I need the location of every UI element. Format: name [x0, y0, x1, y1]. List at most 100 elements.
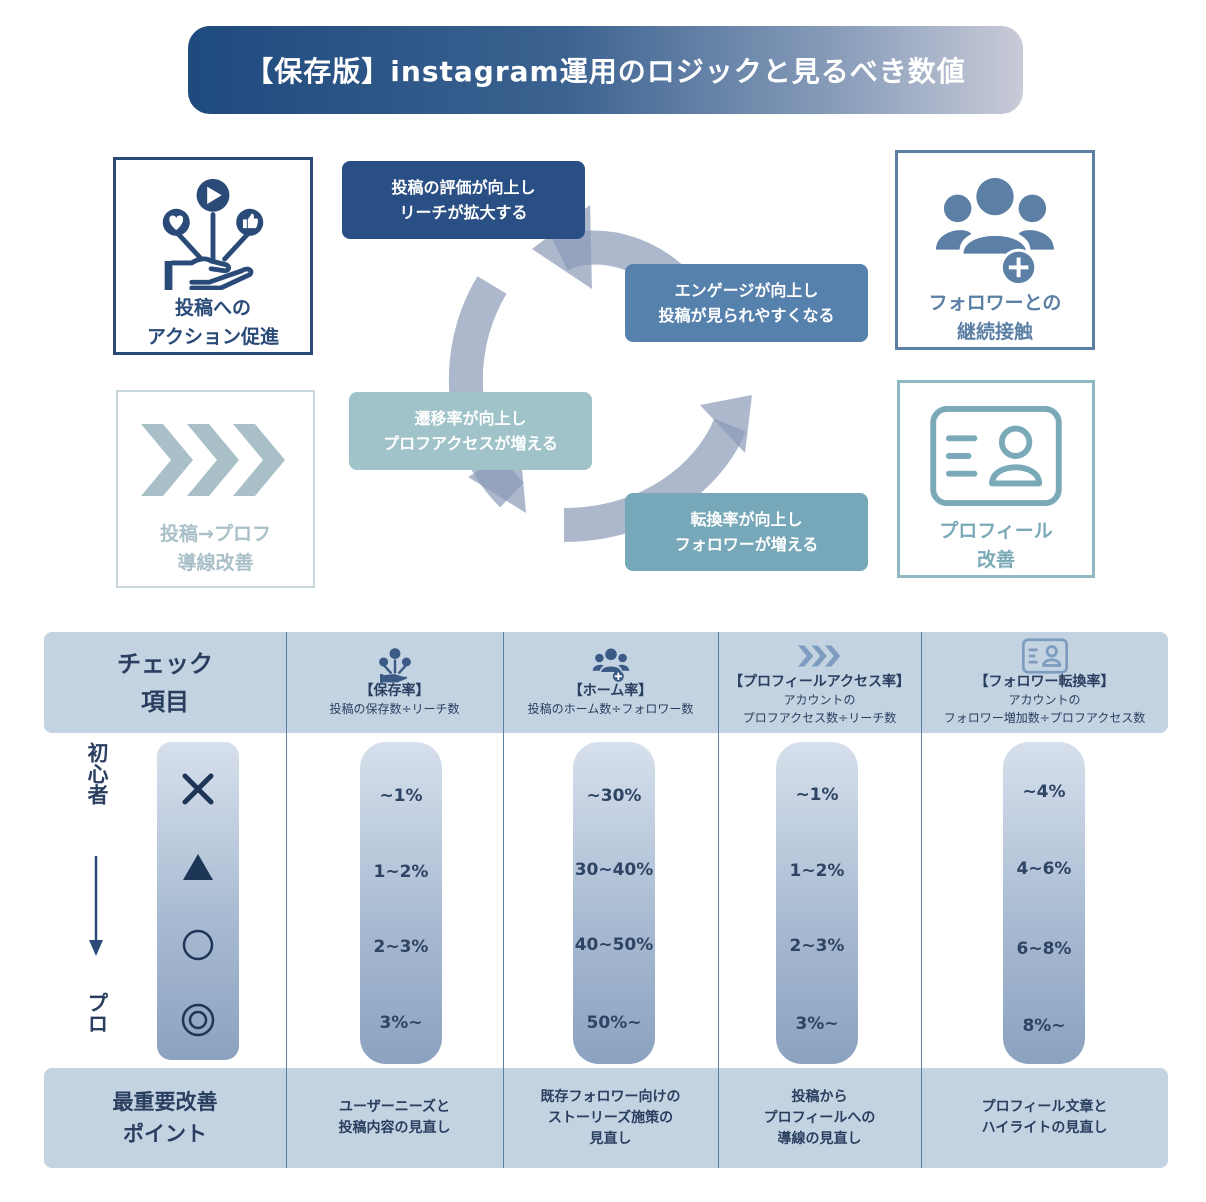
follower-conversion-rate-value-triangle: 4~6% — [1016, 859, 1072, 879]
action-promotion-box: 投稿への アクション促進 — [113, 157, 313, 355]
profile-access-rate-point-line2: プロフィールへの — [763, 1109, 876, 1126]
column-divider — [286, 632, 287, 1168]
profile-card-icon — [1021, 638, 1068, 674]
column-divider — [921, 632, 922, 1168]
home-rate-point-line3: 見直し — [589, 1130, 632, 1147]
hand-social-icon — [162, 178, 264, 290]
cycle-step-conversion-line2: フォロワーが増える — [674, 535, 819, 554]
table-footer-row — [44, 1068, 1168, 1168]
profile-improvement-label-2: 改善 — [976, 549, 1015, 571]
save-rate-formula: 投稿の保存数÷リーチ数 — [329, 702, 460, 716]
check-item-label-1: チェック — [117, 649, 213, 678]
follower-conversion-rate-values: ~4% 4~6% 6~8% 8%~ — [1003, 742, 1085, 1064]
follower-conversion-rate-point-line2: ハイライトの見直し — [981, 1120, 1108, 1136]
home-rate-values: ~30% 30~40% 40~50% 50%~ — [573, 742, 655, 1064]
home-rate-value-double-circle: 50%~ — [586, 1013, 642, 1033]
follower-conversion-rate-formula-2: フォロワー増加数÷プロフアクセス数 — [943, 711, 1146, 725]
home-rate-header: 【ホーム率】 投稿のホーム数÷フォロワー数 — [503, 632, 718, 733]
level-symbols-column — [157, 742, 239, 1060]
save-rate-value-triangle: 1~2% — [373, 862, 429, 882]
level-beginner-text: 初心者 — [85, 742, 109, 805]
profile-access-rate-point-line3: 導線の見直し — [777, 1130, 862, 1147]
followers-icon — [936, 177, 1054, 287]
navigation-improvement-label-2: 導線改善 — [177, 552, 254, 574]
cycle-step-reach-line2: リーチが拡大する — [399, 203, 528, 222]
profile-card-icon — [930, 405, 1062, 507]
follower-conversion-rate-header: 【フォロワー転換率】 アカウントの フォロワー増加数÷プロフアクセス数 — [921, 632, 1168, 733]
action-promotion-label-2: アクション促進 — [146, 326, 280, 348]
home-rate-point-line1: 既存フォロワー向けの — [540, 1088, 681, 1105]
followers-icon — [592, 648, 629, 682]
follower-contact-box: フォロワーとの 継続接触 — [895, 150, 1095, 350]
cycle-step-transition-line2: プロフアクセスが増える — [383, 434, 558, 453]
double-circle-icon — [157, 1002, 239, 1038]
profile-access-rate-formula-1: アカウントの — [783, 693, 856, 707]
follower-conversion-rate-value-circle: 6~8% — [1016, 939, 1072, 959]
save-rate-header: 【保存率】 投稿の保存数÷リーチ数 — [286, 632, 503, 733]
save-rate-improvement-point: ユーザーニーズと 投稿内容の見直し — [286, 1068, 503, 1168]
navigation-improvement-box: 投稿→プロフ 導線改善 — [116, 390, 315, 588]
save-rate-point-line2: 投稿内容の見直し — [338, 1120, 451, 1136]
save-rate-value-cross: ~1% — [379, 786, 423, 806]
home-rate-title: 【ホーム率】 — [568, 683, 653, 699]
column-divider — [503, 632, 504, 1168]
home-rate-value-triangle: 30~40% — [574, 860, 654, 880]
cycle-step-engagement-line1: エンゲージが向上し — [674, 281, 819, 300]
circle-icon — [157, 928, 239, 962]
navigation-improvement-label-1: 投稿→プロフ — [160, 523, 271, 545]
column-divider — [718, 632, 719, 1168]
profile-access-rate-formula-2: プロフアクセス数÷リーチ数 — [742, 711, 897, 725]
save-rate-values: ~1% 1~2% 2~3% 3%~ — [360, 742, 442, 1064]
save-rate-point-line1: ユーザーニーズと — [338, 1099, 451, 1115]
action-promotion-label-1: 投稿への — [174, 297, 251, 319]
follower-conversion-rate-formula-1: アカウントの — [1008, 693, 1081, 707]
cycle-step-engagement-line2: 投稿が見られやすくなる — [658, 306, 835, 325]
profile-access-rate-value-circle: 2~3% — [789, 936, 845, 956]
save-rate-value-double-circle: 3%~ — [379, 1013, 423, 1033]
check-item-label-2: 項目 — [141, 687, 189, 716]
level-pro-text: プロ — [85, 992, 109, 1034]
page-title: 【保存版】instagram運用のロジックと見るべき数値 — [188, 26, 1023, 114]
profile-access-rate-header: 【プロフィールアクセス率】 アカウントの プロフアクセス数÷リーチ数 — [718, 632, 921, 733]
cycle-step-transition: 遷移率が向上し プロフアクセスが増える — [349, 392, 592, 470]
table-header-row — [44, 632, 1168, 733]
hand-social-icon — [378, 648, 411, 683]
home-rate-improvement-point: 既存フォロワー向けの ストーリーズ施策の 見直し — [503, 1068, 718, 1168]
profile-improvement-box: プロフィール 改善 — [897, 380, 1095, 578]
follower-contact-label-1: フォロワーとの — [928, 292, 1062, 314]
level-pro-label: プロ — [81, 992, 111, 1034]
save-rate-value-circle: 2~3% — [373, 937, 429, 957]
cycle-step-reach-line1: 投稿の評価が向上し — [391, 178, 536, 197]
cycle-step-engagement: エンゲージが向上し 投稿が見られやすくなる — [625, 264, 868, 342]
triangle-icon — [157, 852, 239, 882]
profile-improvement-label-1: プロフィール — [939, 520, 1053, 542]
home-rate-value-cross: ~30% — [586, 786, 642, 806]
profile-access-rate-improvement-point: 投稿から プロフィールへの 導線の見直し — [718, 1068, 921, 1168]
cycle-step-conversion-line1: 転換率が向上し — [690, 510, 803, 529]
metrics-table: チェック 項目 【保存率】 投稿の保存数÷リーチ数 【ホーム率】 投稿のホーム数… — [44, 632, 1168, 1168]
key-improvement-label: 最重要改善 ポイント — [44, 1068, 286, 1168]
cycle-step-reach: 投稿の評価が向上し リーチが拡大する — [342, 161, 585, 239]
profile-access-rate-value-double-circle: 3%~ — [795, 1014, 839, 1034]
chevrons-icon — [797, 645, 840, 667]
home-rate-point-line2: ストーリーズ施策の — [547, 1109, 674, 1126]
profile-access-rate-values: ~1% 1~2% 2~3% 3%~ — [776, 742, 858, 1064]
profile-access-rate-value-cross: ~1% — [795, 785, 839, 805]
home-rate-formula: 投稿のホーム数÷フォロワー数 — [527, 702, 694, 716]
follower-conversion-rate-value-cross: ~4% — [1022, 782, 1066, 802]
key-improvement-label-2: ポイント — [123, 1122, 207, 1146]
profile-access-rate-title: 【プロフィールアクセス率】 — [728, 674, 911, 690]
cross-icon — [157, 772, 239, 806]
level-arrow-icon — [89, 856, 103, 956]
key-improvement-label-1: 最重要改善 — [112, 1090, 218, 1114]
follower-conversion-rate-point-line1: プロフィール文章と — [981, 1099, 1108, 1115]
profile-access-rate-point-line1: 投稿から — [791, 1088, 848, 1105]
profile-access-rate-value-triangle: 1~2% — [789, 861, 845, 881]
follower-conversion-rate-improvement-point: プロフィール文章と ハイライトの見直し — [921, 1068, 1168, 1168]
cycle-step-transition-line1: 遷移率が向上し — [414, 409, 527, 428]
follower-conversion-rate-value-double-circle: 8%~ — [1022, 1016, 1066, 1036]
home-rate-value-circle: 40~50% — [574, 935, 654, 955]
follower-contact-label-2: 継続接触 — [956, 321, 1033, 343]
chevrons-icon — [140, 424, 285, 496]
check-item-header: チェック 項目 — [44, 632, 286, 733]
